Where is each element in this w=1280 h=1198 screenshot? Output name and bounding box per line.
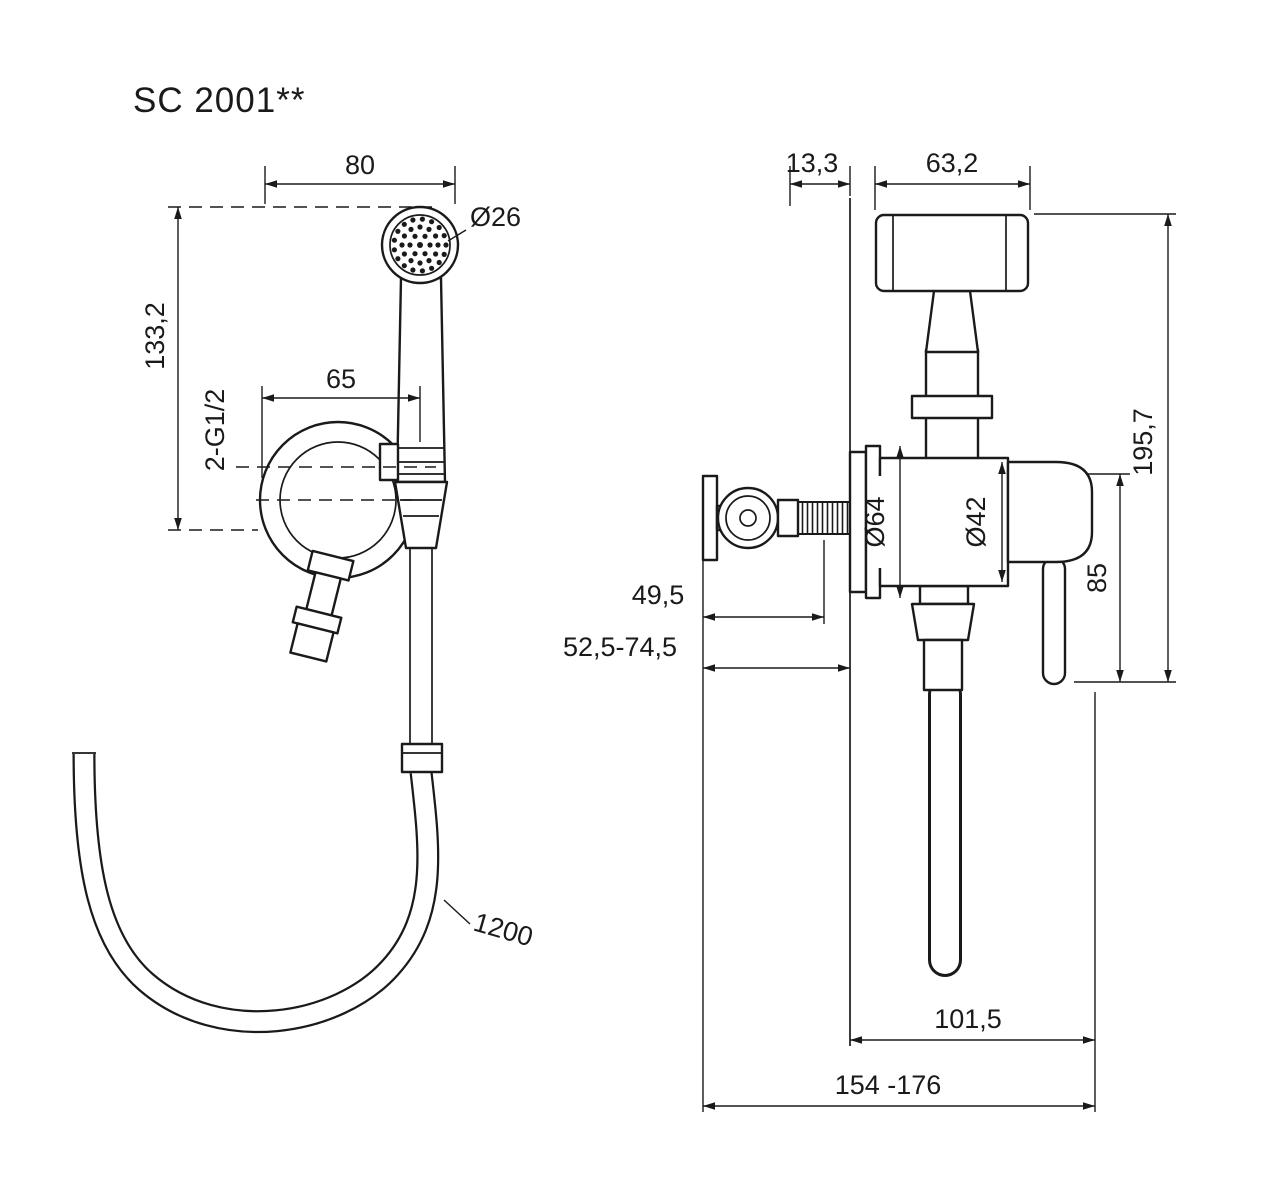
- handle-neck-side: [924, 289, 980, 354]
- spray-holes: [391, 216, 449, 274]
- dimensions-side: 13,3 63,2 195,7 85 Ø64 Ø42 49,5 52,5-74: [563, 148, 1176, 1112]
- shower-handle: [395, 276, 447, 484]
- bracket-clip: [378, 442, 400, 482]
- dim-label-flange-diameter: Ø64: [860, 496, 890, 547]
- bracket-outlet: [289, 549, 355, 663]
- dim-label-bracket-diameter: 65: [326, 364, 356, 394]
- outlet-nut: [910, 602, 976, 642]
- hose-nut: [289, 622, 335, 663]
- spray-face: [389, 214, 451, 276]
- leader-head-diameter: [447, 229, 467, 242]
- drawing-title: SC 2001**: [133, 81, 305, 120]
- outlet-tube: [922, 638, 964, 692]
- hose-connector: [400, 742, 444, 774]
- dim-label-head-diameter: Ø26: [470, 202, 521, 232]
- inlet-thread: [797, 501, 851, 535]
- holder-collar: [910, 394, 994, 420]
- control-knob: [1006, 460, 1094, 564]
- dim-label-total-height: 195,7: [1128, 408, 1158, 476]
- dim-label-inlet-range: 52,5-74,5: [563, 632, 677, 662]
- dim-label-total-depth: 154 -176: [835, 1070, 942, 1100]
- control-lever: [1041, 556, 1067, 686]
- leader-hose-length: [443, 899, 471, 925]
- handle-cone-nut: [393, 480, 449, 550]
- dim-label-bottom-depth: 101,5: [934, 1004, 1002, 1034]
- outlet-neck: [918, 584, 970, 606]
- front-view: [72, 205, 460, 1034]
- inlet-union-outer: [716, 486, 780, 550]
- inlet-flange: [701, 474, 719, 562]
- dim-label-height: 133,2: [140, 302, 170, 370]
- dim-label-lever-height: 85: [1082, 563, 1112, 593]
- dim-label-inlet-depth: 49,5: [632, 580, 685, 610]
- dim-label-wall-offset: 13,3: [786, 148, 839, 178]
- side-view: [701, 198, 1094, 1046]
- dim-label-body-diameter: Ø42: [961, 496, 991, 547]
- spray-head-side: [874, 213, 1030, 293]
- dim-label-hose-length: 1200: [470, 907, 536, 952]
- inlet-connector: [776, 498, 800, 538]
- hose-inner: [74, 753, 438, 1031]
- dim-label-thread: 2-G1/2: [200, 389, 230, 472]
- dim-label-width: 80: [345, 150, 375, 180]
- dim-label-head-depth: 63,2: [926, 148, 979, 178]
